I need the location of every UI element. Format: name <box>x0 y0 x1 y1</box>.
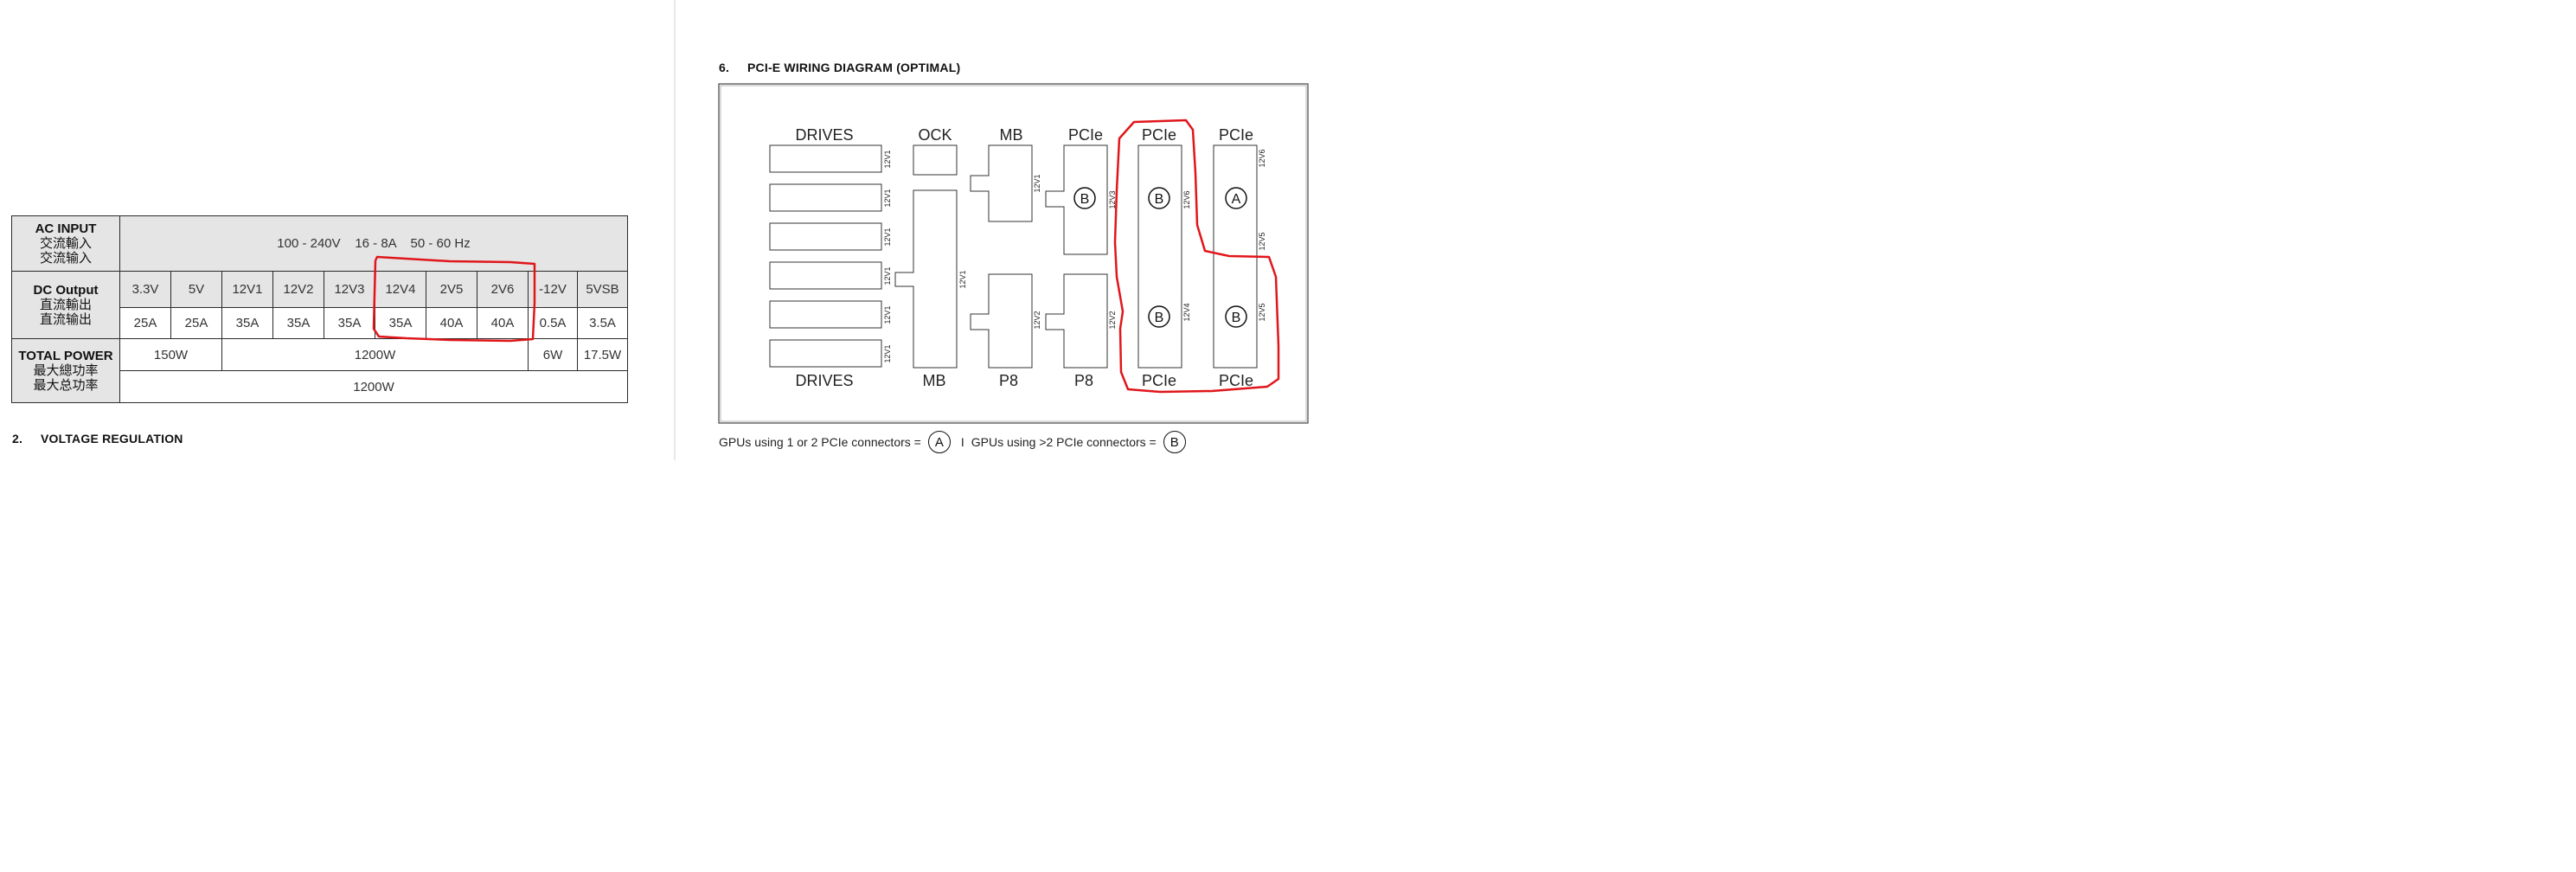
connector-b-circle <box>1225 305 1247 328</box>
drive-slot <box>769 339 882 368</box>
dc-rail-row: DC Output 直流輸出 直流输出 3.3V 5V 12V1 12V2 12… <box>11 271 628 339</box>
rail-cell: -12V <box>528 271 578 308</box>
page-gutter <box>674 0 676 460</box>
rail-cell: 2V5 <box>426 271 477 308</box>
rail-label-pcie1-top: 12V3 <box>1108 190 1117 208</box>
label-p8-bottom-2: P8 <box>1074 372 1093 389</box>
connector-b-circle <box>1073 187 1096 209</box>
p8-slot-1 <box>970 273 1033 369</box>
ac-input-value: 100 - 240V 16 - 8A 50 - 60 Hz <box>119 215 628 272</box>
drive-slot <box>769 261 882 290</box>
current-cell: 0.5A <box>528 307 578 339</box>
rail-label-drive: 12V1 <box>883 305 892 324</box>
drive-slot <box>769 183 882 212</box>
connector-b-letter: B <box>1232 311 1241 325</box>
red-annotation-diagram <box>1113 119 1280 394</box>
pcie-slot-col1-top <box>1045 144 1108 255</box>
power-cell: 150W <box>119 338 222 371</box>
label-drives-bottom: DRIVES <box>795 372 853 389</box>
label-mb-bottom: MB <box>923 372 946 389</box>
connector-b-circle <box>1148 305 1170 328</box>
rail-label-pcie1-bottom: 12V2 <box>1108 311 1117 329</box>
diagram-frame <box>718 83 1309 424</box>
connector-b-letter: B <box>1155 311 1164 325</box>
rail-label-mb-bottom: 12V2 <box>1033 311 1041 329</box>
connector-a-letter: A <box>1232 192 1241 207</box>
label-p8-bottom-1: P8 <box>999 372 1018 389</box>
rail-label-drive: 12V1 <box>883 150 892 168</box>
ac-input-label: AC INPUT 交流輸入 交流输入 <box>11 215 120 272</box>
power-spec-table: AC INPUT 交流輸入 交流输入 100 - 240V 16 - 8A 50… <box>11 215 628 403</box>
label-ock-top: OCK <box>918 126 952 144</box>
label-drives-top: DRIVES <box>795 126 853 144</box>
legend-symbol-b: B <box>1163 431 1186 453</box>
rail-label-pcie3-bottom: 12V5 <box>1258 303 1266 321</box>
rail-label-pcie3-mid: 12V5 <box>1258 232 1266 250</box>
mb-main-slot <box>894 189 958 369</box>
rail-cell: 12V1 <box>221 271 273 308</box>
connector-b-circle <box>1148 187 1170 209</box>
legend: GPUs using 1 or 2 PCIe connectors = A I … <box>719 429 1191 455</box>
rail-cell: 5V <box>170 271 222 308</box>
rail-cell: 3.3V <box>119 271 171 308</box>
rail-label-pcie2-top: 12V6 <box>1182 190 1191 208</box>
total-power-combined-row: 1200W <box>12 370 628 403</box>
rail-label-pcie3-top: 12V6 <box>1258 149 1266 167</box>
section-heading-voltage-regulation: 2.VOLTAGE REGULATION <box>12 432 183 446</box>
connector-b-letter: B <box>1155 192 1164 207</box>
total-power-label: TOTAL POWER 最大總功率 最大总功率 <box>11 338 120 403</box>
rail-label-drive: 12V1 <box>883 189 892 207</box>
rail-label-mb-top: 12V1 <box>1033 174 1041 192</box>
pcie-slot-col2 <box>1137 144 1182 369</box>
drive-slot <box>769 222 882 251</box>
label-mb-top: MB <box>1000 126 1023 144</box>
dc-output-label: DC Output 直流輸出 直流输出 <box>11 271 120 339</box>
section-heading-pcie-wiring: 6.PCI-E WIRING DIAGRAM (OPTIMAL) <box>719 61 961 74</box>
drive-slot <box>769 144 882 173</box>
rail-label-mb-main: 12V1 <box>958 270 967 288</box>
label-pcie-bottom-1: PCIe <box>1142 372 1176 389</box>
legend-text-b: GPUs using >2 PCIe connectors = <box>971 435 1157 449</box>
rail-cell: 5VSB <box>577 271 628 308</box>
legend-symbol-a: A <box>927 431 951 453</box>
connector-b-letter: B <box>1080 192 1090 207</box>
current-cell: 40A <box>426 307 477 339</box>
left-page: AC INPUT 交流輸入 交流输入 100 - 240V 16 - 8A 50… <box>0 0 674 460</box>
rail-label-pcie2-bottom: 12V4 <box>1182 303 1191 321</box>
rail-cell: 12V4 <box>375 271 426 308</box>
drive-slot <box>769 300 882 329</box>
red-annotation-table <box>372 255 536 343</box>
label-pcie-top-1: PCIe <box>1068 126 1103 144</box>
right-page: 6.PCI-E WIRING DIAGRAM (OPTIMAL) DRIVES … <box>676 0 1356 460</box>
legend-separator: I <box>960 435 964 449</box>
current-cell: 25A <box>119 307 171 339</box>
current-cell: 25A <box>170 307 222 339</box>
power-combined-cell: 1200W <box>119 370 628 403</box>
diagram-frame-inner <box>720 85 1307 422</box>
pcie-wiring-diagram: DRIVES OCK MB PCIe PCIe PCIe DRIVES MB P… <box>718 83 1309 424</box>
label-pcie-bottom-2: PCIe <box>1219 372 1253 389</box>
label-pcie-top-2: PCIe <box>1142 126 1176 144</box>
label-pcie-top-3: PCIe <box>1219 126 1253 144</box>
rail-label-drive: 12V1 <box>883 344 892 362</box>
current-cell: 35A <box>324 307 375 339</box>
mb-top-slot <box>970 144 1033 222</box>
ac-input-row: AC INPUT 交流輸入 交流输入 100 - 240V 16 - 8A 50… <box>11 215 628 272</box>
rail-label-drive: 12V1 <box>883 228 892 246</box>
connector-a-circle <box>1225 187 1247 209</box>
total-power-row: TOTAL POWER 最大總功率 最大总功率 150W 1200W 6W 17… <box>11 338 628 403</box>
rail-label-drive: 12V1 <box>883 266 892 285</box>
rail-cell: 2V6 <box>477 271 529 308</box>
ock-slot <box>913 144 958 176</box>
rail-cell: 12V2 <box>272 271 324 308</box>
p8-slot-2 <box>1045 273 1108 369</box>
legend-text-a: GPUs using 1 or 2 PCIe connectors = <box>719 435 921 449</box>
